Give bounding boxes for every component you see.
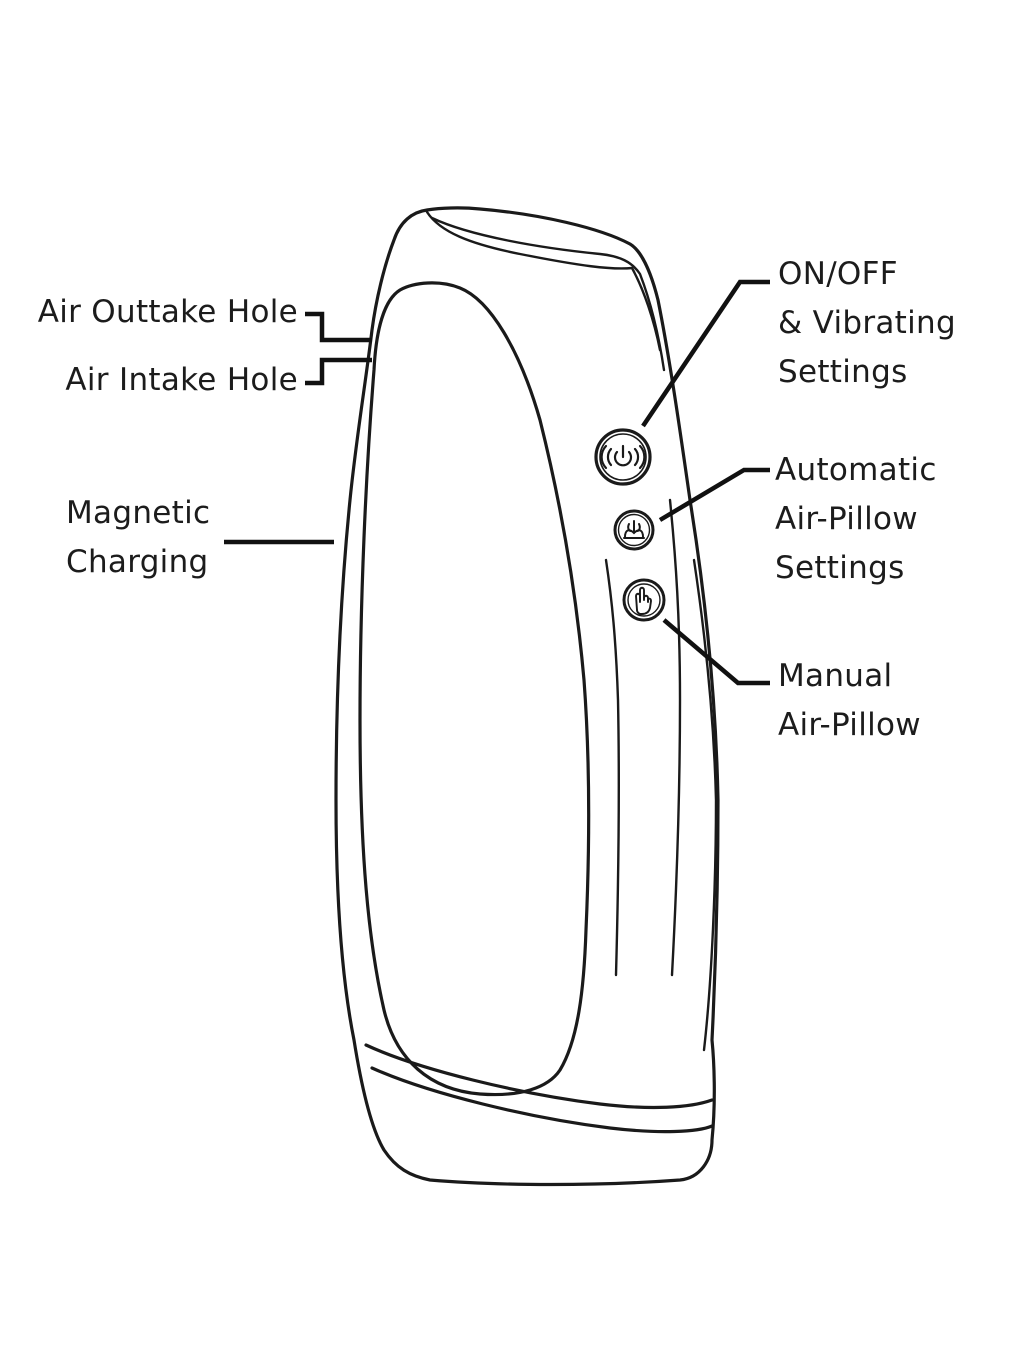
side-edge-1 — [604, 558, 621, 977]
manual-air-pillow-button[interactable] — [622, 578, 666, 622]
label-on-off-line-2: & Vibrating — [778, 305, 956, 341]
label-automatic-line-3: Settings — [775, 550, 905, 586]
label-manual-line-1: Manual — [778, 658, 893, 694]
power-vibration-icon — [600, 444, 646, 470]
label-air-outtake-hole-text: Air Outtake Hole — [37, 294, 298, 330]
auto-air-pillow-button[interactable] — [613, 509, 655, 551]
callout-air-outtake — [305, 311, 372, 343]
label-automatic-line-2: Air-Pillow — [775, 501, 918, 537]
front-panel — [358, 281, 591, 1097]
device-body — [334, 206, 720, 1187]
top-contour-inner — [430, 216, 666, 372]
label-automatic-line-1: Automatic — [775, 452, 937, 488]
air-pillow-icon — [623, 520, 645, 539]
top-contour — [425, 210, 662, 352]
callout-air-intake — [305, 357, 372, 386]
label-automatic-air-pillow: Automatic Air-Pillow Settings — [775, 446, 937, 593]
label-on-off-line-3: Settings — [778, 354, 908, 390]
callout-automatic — [658, 467, 770, 522]
bottom-band-mid — [370, 1066, 714, 1134]
side-edge-3 — [692, 558, 718, 1052]
label-magnetic-charging: Magnetic Charging — [66, 489, 210, 587]
label-manual-air-pillow: Manual Air-Pillow — [778, 652, 921, 750]
label-on-off-line-1: ON/OFF — [778, 256, 898, 292]
bottom-band-top — [364, 1043, 714, 1110]
side-edge-2 — [668, 498, 682, 977]
label-manual-line-2: Air-Pillow — [778, 707, 921, 743]
label-on-off: ON/OFF & Vibrating Settings — [778, 250, 956, 397]
callout-manual — [662, 618, 770, 686]
label-air-intake-hole-text: Air Intake Hole — [65, 362, 298, 398]
callout-on-off — [641, 279, 770, 428]
hand-press-icon — [635, 586, 652, 615]
power-button[interactable] — [594, 428, 652, 486]
label-air-outtake-hole: Air Outtake Hole — [38, 288, 298, 337]
device-outline — [334, 206, 720, 1187]
label-air-intake-hole: Air Intake Hole — [65, 356, 298, 405]
label-magnetic-line-1: Magnetic — [66, 495, 211, 531]
label-magnetic-line-2: Charging — [66, 544, 209, 580]
